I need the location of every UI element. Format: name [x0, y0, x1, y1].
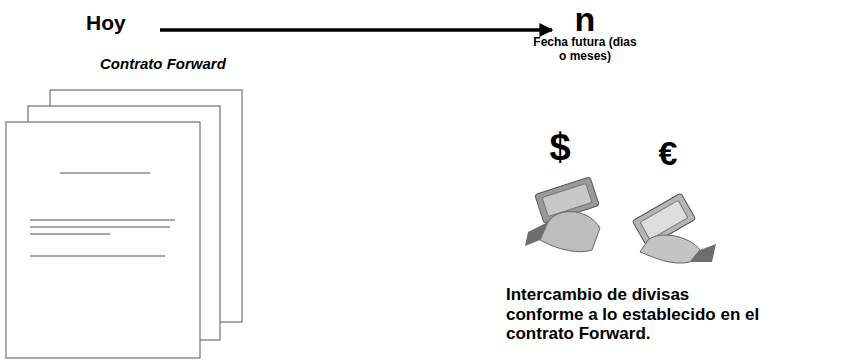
timeline-arrow — [160, 28, 552, 32]
contract-pages — [6, 90, 242, 358]
end-label: n — [560, 0, 610, 39]
page-front — [6, 122, 200, 358]
start-label: Hoy — [86, 11, 156, 35]
dollar-hand — [525, 177, 600, 252]
currency-symbol: € — [648, 134, 688, 173]
date-note: Fecha futura (dìas o meses) — [530, 36, 640, 64]
exchange-note: Intercambio de divisas conforme a lo est… — [506, 285, 768, 344]
contract-text-lines — [30, 173, 175, 256]
euro-hand — [632, 193, 716, 263]
currency-symbol: $ — [540, 126, 580, 170]
contract-title: Contrato Forward — [100, 55, 260, 72]
